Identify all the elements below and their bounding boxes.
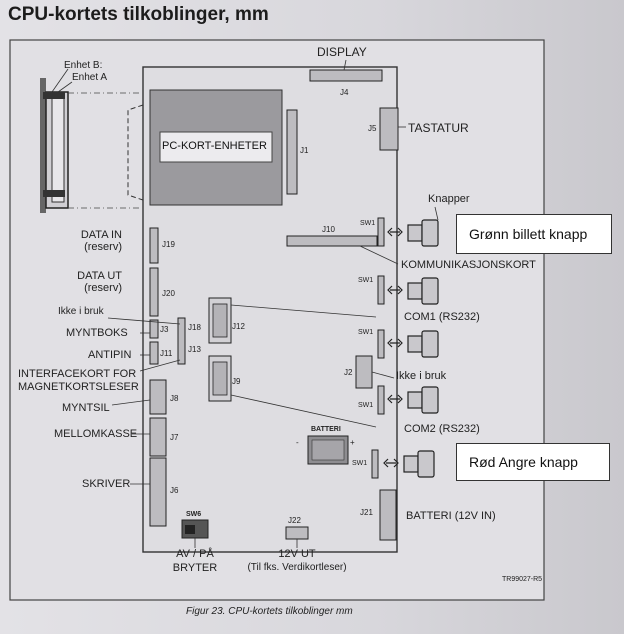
battery-minus: - [296, 438, 299, 447]
connector-j5-shape [379, 107, 399, 151]
sw1-label-4: SW1 [358, 402, 374, 409]
j19-label: J19 [162, 240, 175, 249]
myntsil-label: MYNTSIL [62, 402, 110, 414]
connector-j7-shape [149, 417, 167, 457]
connector-j6-shape [149, 457, 167, 527]
antipin-label: ANTIPIN [88, 349, 132, 361]
enhet-b-label: Enhet B: [64, 60, 103, 71]
button-1 [387, 219, 439, 247]
button-5 [383, 450, 435, 478]
card-bottom-cap [43, 190, 65, 197]
connector-j22-shape [285, 526, 309, 540]
v12-ut-sub-label: (Til fks. Verdikortleser) [247, 562, 347, 573]
connector-j20-shape [149, 267, 159, 317]
j18-label: J18 [188, 323, 201, 332]
sw1-label-3: SW1 [358, 329, 374, 336]
card-top-cap [43, 92, 65, 99]
j3-label: J3 [160, 325, 169, 334]
connector-j19-shape [149, 227, 159, 264]
data-ut-sub-label: (reserv) [84, 282, 122, 294]
sw1-d-shape [377, 385, 385, 415]
ikke-i-bruk-left-label: Ikke i bruk [58, 306, 104, 317]
j1-label: J1 [300, 146, 309, 155]
connector-j11-shape [149, 341, 159, 365]
page-title: CPU-kortets tilkoblinger, mm [8, 4, 269, 25]
figure-caption: Figur 23. CPU-kortets tilkoblinger mm [186, 606, 353, 617]
j22-label: J22 [288, 516, 301, 525]
enhet-a-label: Enhet A [72, 72, 108, 83]
enhet-a-leader [57, 81, 73, 93]
j20-label: J20 [162, 289, 175, 298]
connector-j10-shape [286, 235, 378, 247]
pc-card-dashed [127, 104, 144, 201]
bryter-label: BRYTER [172, 562, 218, 574]
sw1-label-1: SW1 [360, 220, 376, 227]
sw1-e-shape [371, 449, 379, 479]
pc-card-label-box [159, 131, 273, 163]
j11-label: J11 [160, 349, 173, 358]
data-in-label: DATA IN [80, 229, 122, 241]
j5-label: J5 [368, 124, 377, 133]
sw1-label-2: SW1 [358, 277, 374, 284]
ref-code: TR99027-R5 [502, 576, 543, 583]
pc-card-label: PC-KORT-ENHETER [162, 140, 267, 152]
interfacekort-label-1: INTERFACEKORT FOR [18, 368, 137, 380]
battery-label: BATTERI [311, 426, 341, 433]
interfacekort-label-2: MAGNETKORTSLESER [18, 381, 139, 393]
j13-label: J13 [188, 345, 201, 354]
myntboks-label: MYNTBOKS [66, 327, 128, 339]
sw1-a-shape [377, 217, 385, 247]
connector-j4-shape [309, 69, 383, 82]
mellomkasse-label: MELLOMKASSE [54, 428, 138, 440]
sw1-b-shape [377, 275, 385, 305]
red-button-callout: Rød Angre knapp [456, 443, 610, 481]
sw6-label: SW6 [186, 511, 202, 518]
button-4 [387, 386, 439, 414]
connector-j8-shape [149, 379, 167, 415]
batteri-12v-label: BATTERI (12V IN) [406, 510, 496, 522]
skriver-label: SKRIVER [82, 478, 131, 490]
j7-label: J7 [170, 433, 179, 442]
j10-label: J10 [322, 225, 335, 234]
battery-plus: + [350, 438, 355, 447]
button-3 [387, 330, 439, 358]
data-ut-label: DATA UT [77, 270, 122, 282]
connector-j21-shape [379, 489, 397, 541]
j2-label: J2 [344, 368, 353, 377]
j21-label: J21 [360, 508, 373, 517]
j9-label: J9 [232, 377, 241, 386]
card-unit-a [51, 97, 65, 203]
connector-j2-shape [355, 355, 373, 389]
data-in-sub-label: (reserv) [84, 241, 122, 253]
com1-label: COM1 (RS232) [404, 311, 480, 323]
button-2 [387, 277, 439, 305]
sw1-c-shape [377, 329, 385, 359]
j12-label: J12 [232, 322, 245, 331]
card-slot-rail [40, 78, 46, 213]
j6-label: J6 [170, 486, 179, 495]
j8-label: J8 [170, 394, 179, 403]
green-button-callout: Grønn billett knapp [456, 214, 612, 254]
tastatur-label: TASTATUR [408, 121, 469, 135]
kommunikasjonskort-label: KOMMUNIKASJONSKORT [401, 259, 536, 271]
av-pa-label: AV / PÅ [176, 548, 214, 560]
connector-j18-j13-shape [177, 317, 186, 365]
connector-j1-shape [286, 109, 298, 195]
sw1-label-5: SW1 [352, 460, 368, 467]
display-label: DISPLAY [317, 45, 367, 59]
com2-label: COM2 (RS232) [404, 423, 480, 435]
ikke-i-bruk-right-label: Ikke i bruk [396, 370, 447, 382]
knapper-label: Knapper [428, 193, 470, 205]
enhet-b-leader [51, 68, 69, 93]
connector-j3-shape [149, 319, 159, 339]
v12-ut-label: 12V UT [278, 548, 316, 560]
j4-label: J4 [340, 88, 349, 97]
